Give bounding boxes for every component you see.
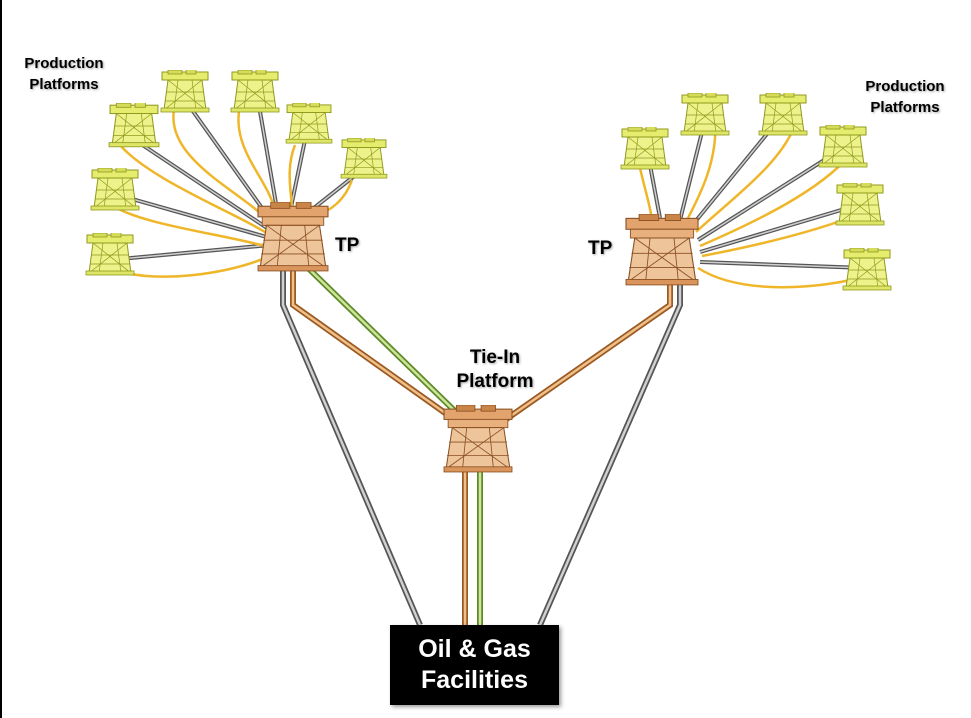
- production-platform-icon: [160, 70, 210, 113]
- facility-label-line1: Oil & Gas: [418, 635, 531, 663]
- production-platform-icon: [842, 248, 892, 291]
- label-line: Platform: [456, 371, 534, 392]
- production-platform-icon: [108, 103, 160, 148]
- transfer-platform-icon: [257, 202, 329, 272]
- production-platforms-label-left: Production Platforms: [12, 53, 116, 95]
- tp-label-right: TP: [588, 238, 613, 259]
- production-platforms-label-right: Production Platforms: [853, 76, 957, 118]
- production-platform-icon: [340, 138, 388, 179]
- production-platform-icon: [758, 93, 808, 136]
- production-platform-icon: [620, 127, 670, 170]
- production-platform-icon: [818, 125, 868, 168]
- label-line: Platforms: [870, 99, 940, 116]
- trunk-pipelines: [280, 262, 683, 627]
- label-line: Production: [24, 55, 104, 72]
- label-line: Tie-In: [469, 347, 521, 368]
- production-platform-icon: [680, 93, 730, 136]
- left-flowlines: [109, 98, 364, 278]
- production-platform-icon: [230, 70, 280, 113]
- production-platform-icon: [285, 103, 333, 144]
- tp-label-left: TP: [335, 235, 360, 256]
- facility-label-line2: Facilities: [421, 666, 528, 694]
- tie-in-platform-icon: [443, 405, 513, 473]
- oil-gas-facilities-box: Oil & Gas Facilities: [390, 625, 559, 705]
- transfer-platform-icon: [625, 214, 699, 286]
- label-line: Production: [865, 78, 945, 95]
- tie-in-platform-label: Tie-In Platform: [440, 346, 550, 394]
- left-border: [0, 0, 2, 718]
- production-platform-icon: [835, 183, 885, 226]
- label-line: Platforms: [29, 76, 99, 93]
- production-platform-icon: [90, 168, 140, 211]
- production-platform-icon: [85, 233, 135, 276]
